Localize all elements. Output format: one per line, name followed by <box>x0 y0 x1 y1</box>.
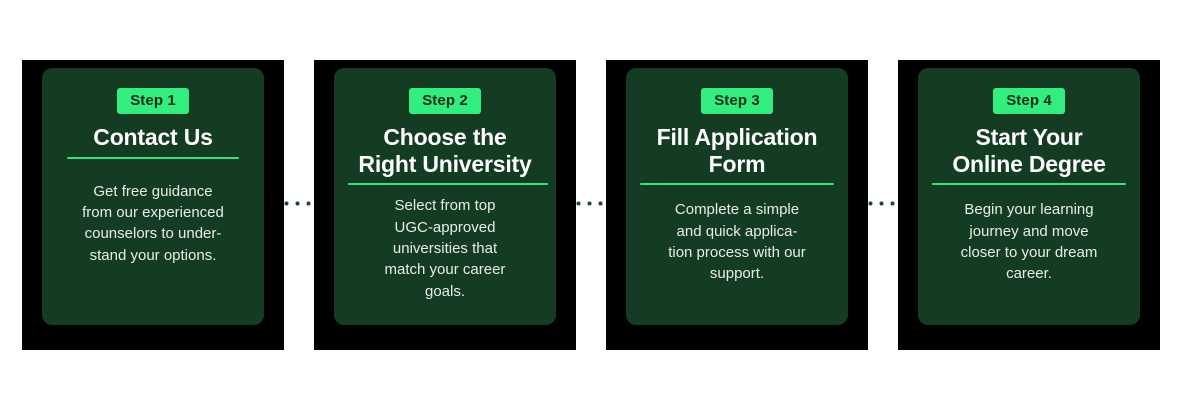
step-card-4[interactable]: Step 4 Start Your Online Degree Begin yo… <box>918 68 1140 325</box>
step-description-2: Select from top UGC-approved universitie… <box>384 197 506 300</box>
step-card-2[interactable]: Step 2 Choose the Right University Selec… <box>334 68 556 325</box>
connector-step3-step4 <box>832 201 922 206</box>
connector-step1-step2 <box>248 201 338 206</box>
step-card-1[interactable]: Step 1 Contact Us Get free guidance from… <box>42 68 264 325</box>
step-title-2: Choose the Right University <box>358 124 532 177</box>
step-title-block-1: Contact Us <box>56 124 250 159</box>
step-card-frame-2: Step 2 Choose the Right University Selec… <box>314 60 576 350</box>
step-title-block-3: Fill Application Form <box>640 124 834 186</box>
step-description-3: Complete a simple and quick applica- tio… <box>668 201 806 283</box>
step-card-frame-4: Step 4 Start Your Online Degree Begin yo… <box>898 60 1160 350</box>
step-description-4: Begin your learning journey and move clo… <box>960 201 1098 283</box>
step-title-underline-1 <box>67 156 239 159</box>
step-title-underline-3 <box>640 183 834 186</box>
step-badge-2: Step 2 <box>409 88 481 114</box>
step-title-block-2: Choose the Right University <box>348 124 548 186</box>
step-card-frame-3: Step 3 Fill Application Form Complete a … <box>606 60 868 350</box>
step-title-3: Fill Application Form <box>656 124 818 177</box>
step-description-1: Get free guidance from our experienced c… <box>82 182 224 264</box>
connector-step2-step3 <box>540 201 630 206</box>
step-title-4: Start Your Online Degree <box>952 124 1106 177</box>
step-badge-1: Step 1 <box>117 88 189 114</box>
step-title-underline-2 <box>348 183 548 186</box>
step-card-frame-1: Step 1 Contact Us Get free guidance from… <box>22 60 284 350</box>
step-title-underline-4 <box>932 183 1126 186</box>
step-card-3[interactable]: Step 3 Fill Application Form Complete a … <box>626 68 848 325</box>
step-badge-3: Step 3 <box>701 88 773 114</box>
step-title-block-4: Start Your Online Degree <box>932 124 1126 186</box>
step-title-1: Contact Us <box>93 124 213 150</box>
step-badge-4: Step 4 <box>993 88 1065 114</box>
